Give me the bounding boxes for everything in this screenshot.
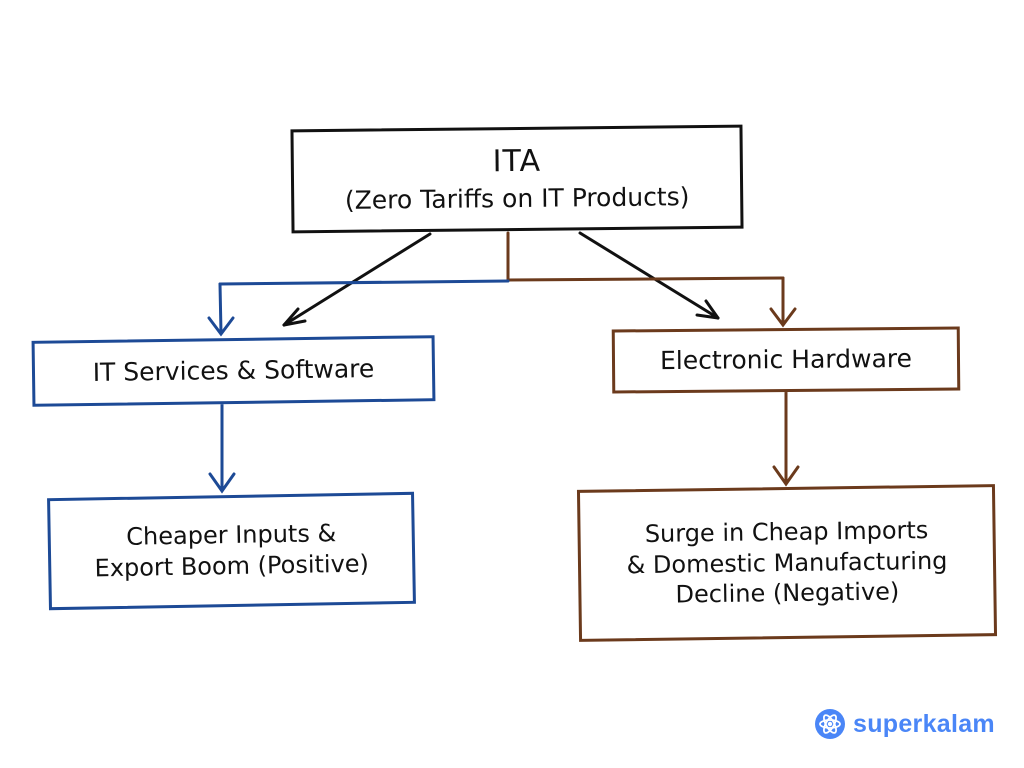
positive-line-1: Cheaper Inputs & bbox=[126, 519, 337, 552]
positive-line-2: Export Boom (Positive) bbox=[94, 549, 370, 583]
negative-line-3: Decline (Negative) bbox=[675, 577, 900, 609]
superkalam-logo-icon bbox=[815, 709, 845, 739]
connector-ita-brown-branch bbox=[506, 231, 797, 328]
arrow-hardware-to-negative bbox=[772, 390, 800, 487]
hardware-label: Electronic Hardware bbox=[659, 343, 913, 376]
arrow-ita-to-hardware bbox=[578, 231, 720, 320]
ita-subtitle: (Zero Tariffs on IT Products) bbox=[344, 182, 690, 215]
negative-line-2: & Domestic Manufacturing bbox=[626, 546, 948, 579]
arrow-it-services-to-positive bbox=[208, 402, 236, 494]
it-services-label: IT Services & Software bbox=[92, 354, 375, 387]
arrow-ita-to-it-services bbox=[282, 232, 432, 327]
node-negative-outcome: Surge in Cheap Imports & Domestic Manufa… bbox=[576, 484, 998, 642]
brand-name: superkalam bbox=[853, 709, 995, 738]
node-positive-outcome: Cheaper Inputs & Export Boom (Positive) bbox=[47, 491, 416, 611]
node-it-services: IT Services & Software bbox=[31, 335, 436, 407]
brand-watermark: superkalam bbox=[814, 708, 995, 740]
node-ita: ITA (Zero Tariffs on IT Products) bbox=[290, 124, 744, 234]
connector-ita-blue-branch bbox=[207, 279, 510, 337]
negative-line-1: Surge in Cheap Imports bbox=[644, 515, 929, 548]
node-electronic-hardware: Electronic Hardware bbox=[611, 326, 961, 394]
ita-title: ITA bbox=[492, 143, 542, 180]
